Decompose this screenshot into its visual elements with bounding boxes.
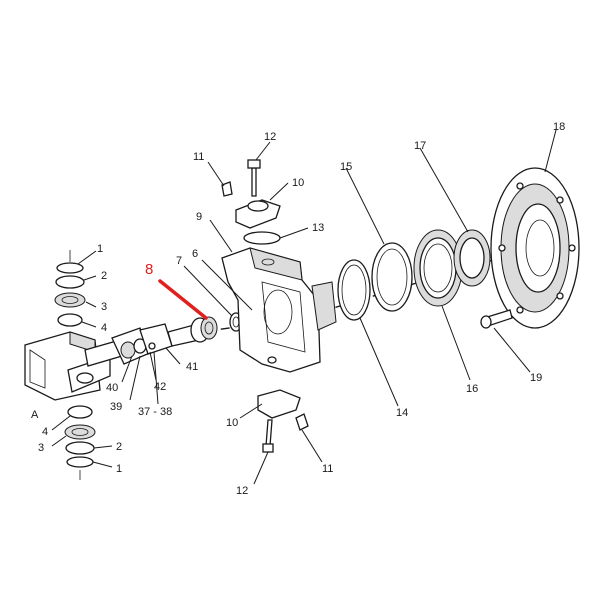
highlight-leader-8 xyxy=(158,279,208,320)
callout-A: A xyxy=(31,409,39,421)
part-2-bottom xyxy=(65,441,95,455)
part-3-top xyxy=(54,292,86,308)
callout-18: 18 xyxy=(553,121,565,133)
callout-7: 7 xyxy=(176,255,182,267)
callout-12-top: 12 xyxy=(264,131,276,143)
callout-6: 6 xyxy=(192,248,198,260)
callout-37-38: 37 - 38 xyxy=(138,406,172,418)
callout-10-top: 10 xyxy=(292,177,304,189)
callout-2-top: 2 xyxy=(101,270,107,282)
callout-12-bottom: 12 xyxy=(236,485,248,497)
callout-10-bottom: 10 xyxy=(226,417,238,429)
callout-4-bottom: 4 xyxy=(42,426,48,438)
callout-42: 42 xyxy=(154,381,166,393)
callout-16: 16 xyxy=(466,383,478,395)
callout-9: 9 xyxy=(196,211,202,223)
callout-11-top: 11 xyxy=(193,151,204,163)
wheel-bearing xyxy=(413,229,491,307)
highlight-label-8: 8 xyxy=(145,261,153,278)
lower-washer-stack xyxy=(64,405,96,480)
callout-4-top: 4 xyxy=(101,322,107,334)
callout-labels: 1 2 3 4 A 4 3 2 1 40 39 42 41 37 - 38 7 … xyxy=(31,121,565,497)
upper-kingpin-cap xyxy=(221,159,281,245)
callout-39: 39 xyxy=(110,401,122,413)
part-4-top xyxy=(57,313,83,327)
part-2-top xyxy=(55,275,85,289)
part-4-bottom xyxy=(67,405,93,419)
leader-lines xyxy=(51,129,557,485)
seal-rings xyxy=(337,242,413,321)
universal-joint-shaft xyxy=(84,321,209,367)
callout-17: 17 xyxy=(414,140,426,152)
callout-14: 14 xyxy=(396,407,408,419)
part-15 xyxy=(371,242,413,312)
callout-11-bottom: 11 xyxy=(322,463,333,475)
callout-41: 41 xyxy=(186,361,198,373)
callout-1-top: 1 xyxy=(97,243,103,255)
axle-housing-end xyxy=(24,331,111,401)
wheel-hub xyxy=(480,167,580,329)
callout-3-top: 3 xyxy=(101,301,107,313)
callout-3-bottom: 3 xyxy=(38,442,44,454)
callout-1-bottom: 1 xyxy=(116,463,122,475)
upper-washer-stack xyxy=(54,250,86,327)
callout-2-bottom: 2 xyxy=(116,441,122,453)
part-1-bottom xyxy=(66,456,94,468)
callout-19: 19 xyxy=(530,372,542,384)
part-1-top xyxy=(56,262,84,274)
steering-knuckle xyxy=(221,247,337,373)
callout-15: 15 xyxy=(340,161,352,173)
callout-40: 40 xyxy=(106,382,118,394)
part-13 xyxy=(243,231,281,245)
lower-kingpin-cap xyxy=(257,389,309,453)
part-3-bottom xyxy=(64,424,96,440)
callout-13: 13 xyxy=(312,222,324,234)
part-14 xyxy=(337,259,371,321)
